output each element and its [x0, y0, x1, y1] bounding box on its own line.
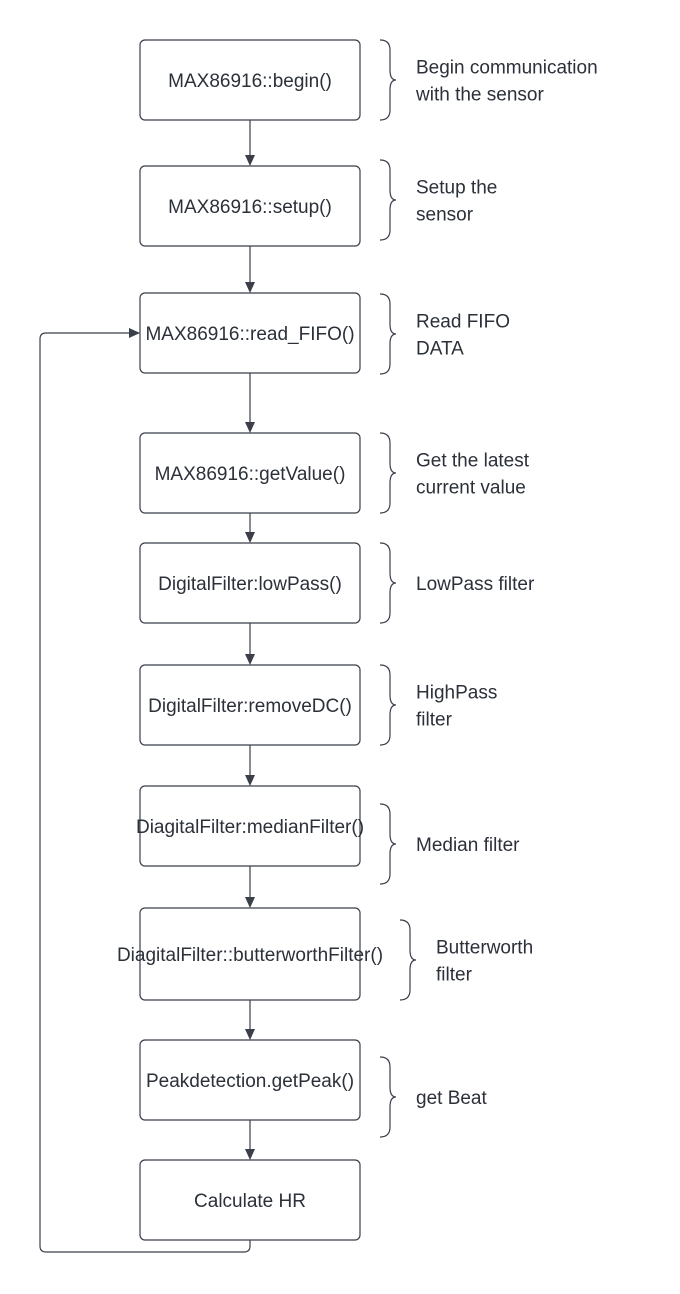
flow-note-line: HighPass	[416, 683, 497, 704]
curly-brace	[379, 432, 397, 514]
flow-edge-median-filter-to-butterworth-filter	[245, 866, 255, 908]
flow-node-get-value: MAX86916::getValue()	[139, 432, 361, 514]
flow-node-label: MAX86916::begin()	[168, 71, 332, 92]
flow-edge-setup-to-read-fifo	[245, 246, 255, 293]
flow-node-read-fifo: MAX86916::read_FIFO()	[139, 292, 361, 374]
flow-note-line: Median filter	[416, 835, 520, 856]
flow-note-line: filter	[416, 710, 453, 731]
flow-node-box	[139, 907, 361, 1001]
curly-brace	[379, 542, 397, 624]
arrow-head	[245, 155, 255, 166]
flow-note-line: current value	[416, 478, 526, 499]
flowchart-nodes: MAX86916::begin()MAX86916::setup()MAX869…	[117, 39, 383, 1241]
curly-brace	[379, 39, 397, 121]
flowchart-notes: Begin communication with the sensorSetup …	[379, 39, 598, 1138]
curly-brace	[379, 293, 397, 375]
flow-edge-low-pass-to-remove-dc	[245, 623, 255, 665]
arrow-head	[245, 654, 255, 665]
flow-node-label: MAX86916::setup()	[168, 197, 332, 218]
flow-note-get-value: Get the latest current value	[379, 432, 530, 514]
arrow-head	[129, 328, 140, 338]
flow-node-label: DigitalFilter:removeDC()	[148, 696, 352, 717]
arrow-head	[245, 422, 255, 433]
flow-note-line: filter	[436, 965, 473, 986]
flow-node-median-filter: DiagitalFilter:medianFilter()	[136, 785, 364, 867]
arrow-head	[245, 532, 255, 543]
flow-note-median-filter: Median filter	[379, 803, 520, 885]
flow-note-line: Setup the	[416, 178, 497, 199]
flow-note-line: sensor	[416, 205, 474, 226]
flow-node-label: DigitalFilter:lowPass()	[158, 574, 342, 595]
edge-line	[39, 332, 251, 1253]
flow-node-box	[139, 165, 361, 247]
flow-edge-calculate-hr-to-read-fifo	[39, 328, 251, 1253]
flow-note-line: Get the latest	[416, 451, 530, 472]
flow-node-box	[139, 785, 361, 867]
flow-note-line: DATA	[416, 339, 464, 360]
flow-node-label: Peakdetection.getPeak()	[146, 1071, 354, 1092]
flow-node-calculate-hr: Calculate HR	[139, 1159, 361, 1241]
arrow-head	[245, 282, 255, 293]
flow-edge-get-value-to-low-pass	[245, 513, 255, 543]
flow-note-line: LowPass filter	[416, 574, 535, 595]
curly-brace	[399, 919, 417, 1001]
flow-edge-get-peak-to-calculate-hr	[245, 1120, 255, 1160]
flow-node-box	[139, 1159, 361, 1241]
arrow-head	[245, 1029, 255, 1040]
flow-node-box	[139, 664, 361, 746]
flow-note-remove-dc: HighPass filter	[379, 664, 497, 746]
flow-edge-remove-dc-to-median-filter	[245, 745, 255, 786]
curly-brace	[379, 1056, 397, 1138]
flow-note-line: Read FIFO	[416, 312, 510, 333]
arrow-head	[245, 1149, 255, 1160]
flow-note-begin: Begin communication with the sensor	[379, 39, 598, 121]
flow-note-line: Begin communication	[416, 58, 598, 79]
flow-note-setup: Setup the sensor	[379, 159, 497, 241]
flow-note-low-pass: LowPass filter	[379, 542, 535, 624]
flow-node-get-peak: Peakdetection.getPeak()	[139, 1039, 361, 1121]
flow-note-get-peak: get Beat	[379, 1056, 487, 1138]
flow-edge-begin-to-setup	[245, 120, 255, 166]
flow-note-butterworth-filter: Butterworth filter	[399, 919, 533, 1001]
flow-note-line: get Beat	[416, 1088, 487, 1109]
flow-note-read-fifo: Read FIFO DATA	[379, 293, 510, 375]
flow-node-box	[139, 542, 361, 624]
flow-edge-butterworth-filter-to-get-peak	[245, 1000, 255, 1040]
curly-brace	[379, 159, 397, 241]
arrow-head	[245, 775, 255, 786]
flow-node-low-pass: DigitalFilter:lowPass()	[139, 542, 361, 624]
flow-node-box	[139, 1039, 361, 1121]
flow-node-begin: MAX86916::begin()	[139, 39, 361, 121]
flow-node-label: MAX86916::read_FIFO()	[145, 324, 354, 345]
flow-node-box	[139, 39, 361, 121]
flow-edge-read-fifo-to-get-value	[245, 373, 255, 433]
flow-node-remove-dc: DigitalFilter:removeDC()	[139, 664, 361, 746]
flow-node-box	[139, 292, 361, 374]
flow-node-setup: MAX86916::setup()	[139, 165, 361, 247]
curly-brace	[379, 664, 397, 746]
flowchart-edges	[39, 120, 255, 1253]
flow-node-label: DiagitalFilter:medianFilter()	[136, 817, 364, 838]
flow-note-line: with the sensor	[415, 85, 544, 106]
flow-node-butterworth-filter: DiagitalFilter::butterworthFilter()	[117, 907, 383, 1001]
flow-node-box	[139, 432, 361, 514]
flow-note-line: Butterworth	[436, 938, 533, 959]
flow-node-label: MAX86916::getValue()	[155, 464, 346, 485]
flow-node-label: Calculate HR	[194, 1191, 306, 1212]
arrow-head	[245, 897, 255, 908]
flow-node-label: DiagitalFilter::butterworthFilter()	[117, 945, 383, 966]
curly-brace	[379, 803, 397, 885]
